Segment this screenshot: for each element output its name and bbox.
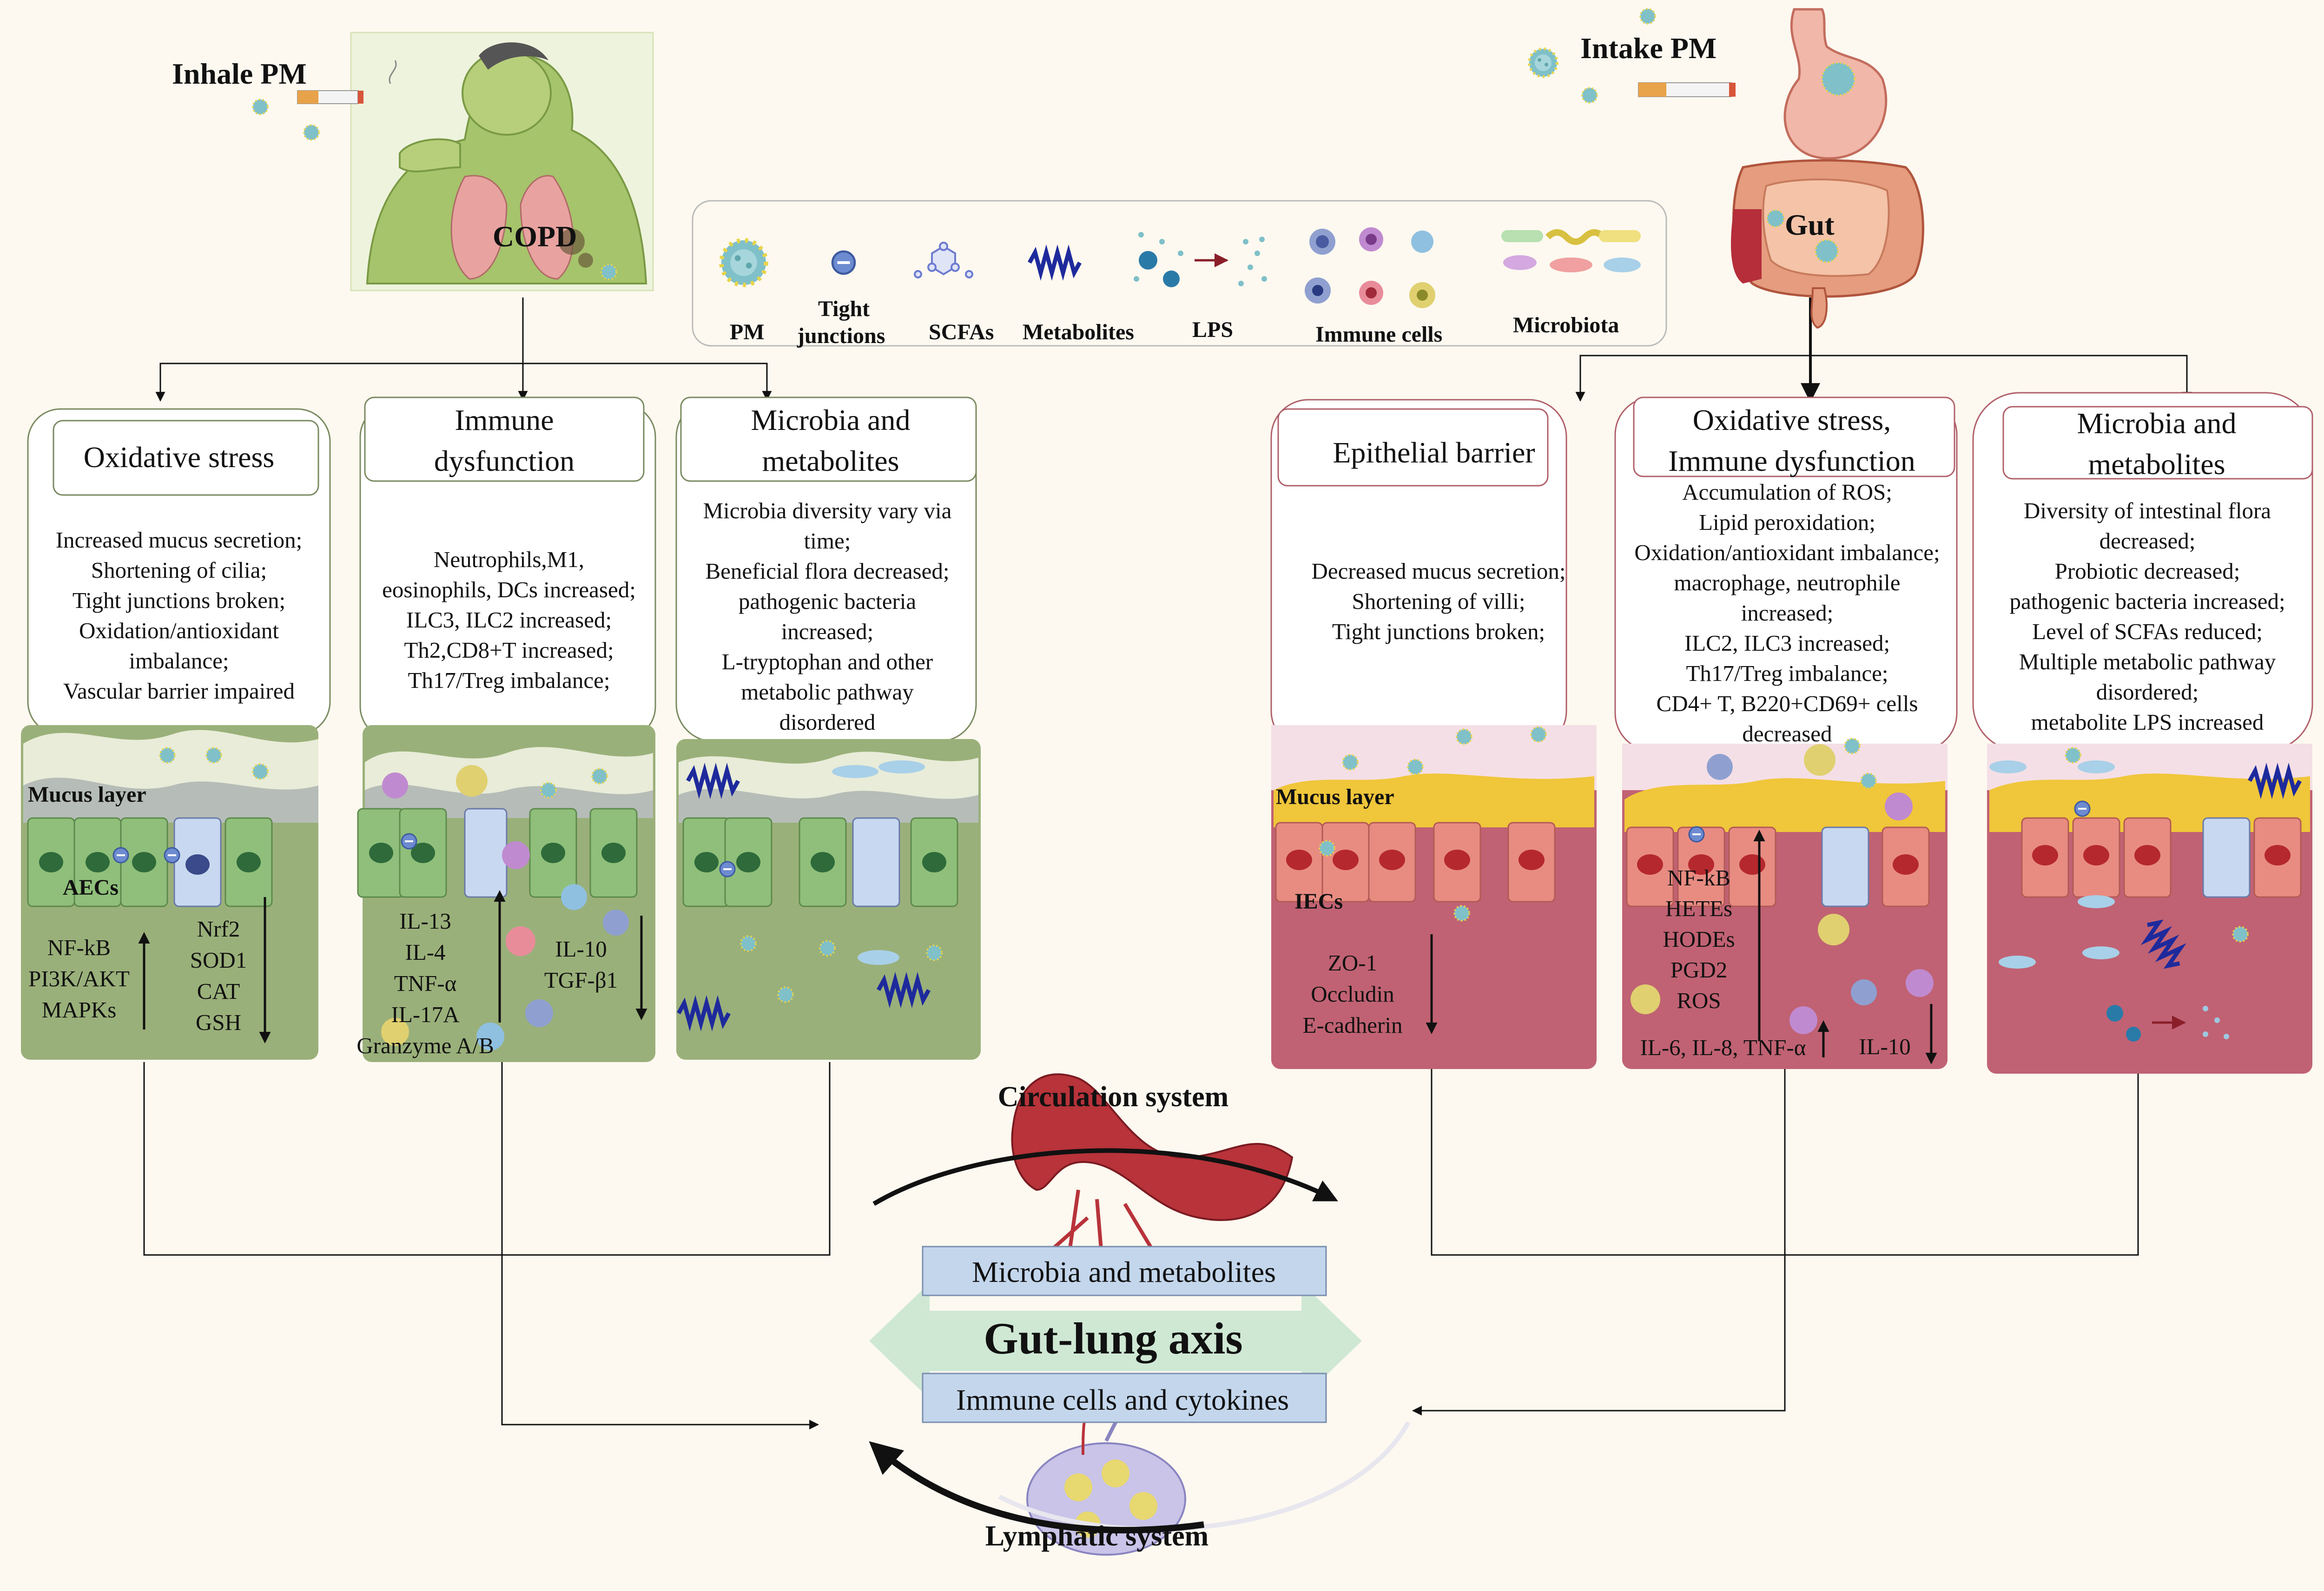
aecs-label: AECs [63, 875, 119, 900]
gut-tissue-microbia [1987, 744, 2312, 1074]
connector-lines [143, 297, 2192, 1430]
gut-label: Gut [1785, 208, 1835, 241]
gut-lung-axis-center: Circulation system Microbia and metaboli… [869, 1073, 1411, 1556]
panel-title: Epithelial barrier [1333, 436, 1535, 469]
immune-cells-cytokines-box-text: Immune cells and cytokines [956, 1383, 1289, 1416]
up-list-last: IL-6, IL-8, TNF-α [1640, 1035, 1806, 1060]
legend-pm-icon [721, 240, 766, 285]
panel-title: Oxidative stress [84, 441, 275, 474]
legend-lps-icon [1134, 232, 1267, 287]
legend-label-immune-cells: Immune cells [1315, 322, 1442, 347]
mucus-layer-label: Mucus layer [28, 782, 146, 807]
panel-body: Increased mucus secretion;Shortening of … [56, 527, 303, 704]
panel-body: Neutrophils,M1,eosinophils, DCs increase… [382, 547, 636, 693]
bottom-circular-arrow [869, 1441, 1204, 1534]
microbia-metabolites-box-text: Microbia and metabolites [972, 1255, 1276, 1288]
legend-scfa-icon [914, 242, 973, 278]
legend-label-microbiota: Microbiota [1513, 313, 1619, 337]
legend-microbiota-icon [1501, 229, 1641, 272]
gut-lung-axis-label: Gut-lung axis [984, 1314, 1242, 1363]
blood-vessel-icon [1011, 1073, 1294, 1256]
lung-tissue-microbia [676, 739, 981, 1060]
inhale-pm-label: Inhale PM [172, 57, 307, 90]
microbia-metabolites-box [922, 1246, 1327, 1296]
intake-pm-label: Intake PM [1580, 32, 1717, 65]
legend-label-scfas: SCFAs [929, 320, 994, 344]
legend-tight-junction-icon [832, 251, 855, 274]
inhale-pm-illustration: Inhale PM COPD [172, 32, 654, 291]
intake-pm-illustration: Intake PM Gut [1529, 8, 1924, 329]
circulation-system-label: Circulation system [998, 1081, 1229, 1113]
panel-title: Oxidative stress,Immune dysfunction [1668, 403, 1915, 477]
legend-label-pm: PM [730, 320, 765, 344]
gut-panel-epithelial-barrier: Epithelial barrier Decreased mucus secre… [1270, 399, 1597, 1069]
iecs-label: IECs [1294, 889, 1343, 914]
legend-label-metabolites: Metabolites [1023, 320, 1134, 344]
legend-immune-cells-icon [1305, 227, 1435, 308]
cigarette-icon [297, 60, 397, 104]
panel-body: Accumulation of ROS;Lipid peroxidation;O… [1634, 479, 1940, 746]
copd-label: COPD [493, 220, 577, 253]
gut-lung-double-arrow [869, 1283, 1362, 1399]
immune-cells-cytokines-box [922, 1373, 1327, 1423]
lung-panel-oxidative-stress: Oxidative stress Increased mucus secreti… [21, 408, 331, 1060]
top-circular-arrow [872, 1148, 1338, 1206]
down-list: IL-10 [1859, 1034, 1911, 1059]
lymphatic-system-label: Lymphatic system [985, 1520, 1209, 1552]
gut-panel-oxidative-immune: Oxidative stress,Immune dysfunction Accu… [1614, 396, 1958, 1069]
bottom-right-faint-arc [998, 1421, 1411, 1532]
mucus-layer-label: Mucus layer [1276, 785, 1394, 809]
legend-label-lps: LPS [1192, 317, 1233, 342]
cigarette-icon [1638, 82, 1736, 97]
panel-body: Decreased mucus secretion;Shortening of … [1312, 558, 1566, 644]
